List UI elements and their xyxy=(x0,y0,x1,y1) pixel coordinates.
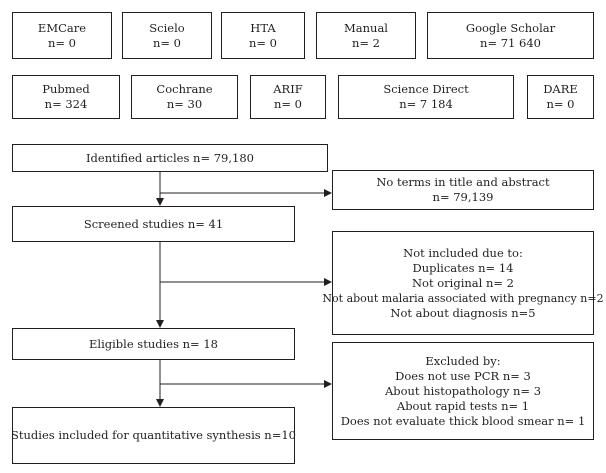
no-terms-box: No terms in title and abstract n= 79,139 xyxy=(332,170,594,210)
excluded-by-item: Does not evaluate thick blood smear n= 1 xyxy=(340,413,586,428)
source-count: n= 71 640 xyxy=(480,35,541,50)
source-count: n= 7 184 xyxy=(399,97,453,111)
source-count: n= 0 xyxy=(47,35,76,50)
source-box-emcare: EMCare n= 0 xyxy=(12,12,112,59)
source-count: n= 30 xyxy=(166,97,203,111)
source-box-cochrane: Cochrane n= 30 xyxy=(131,75,238,119)
eligible-studies-label: Eligible studies n= 18 xyxy=(89,336,218,351)
source-box-google-scholar: Google Scholar n= 71 640 xyxy=(427,12,594,59)
source-name: HTA xyxy=(250,20,276,35)
screened-studies-box: Screened studies n= 41 xyxy=(12,206,295,242)
source-count: n= 0 xyxy=(152,35,181,50)
source-box-arif: ARIF n= 0 xyxy=(250,75,326,119)
not-included-item: Not original n= 2 xyxy=(411,275,514,290)
not-included-box: Not included due to: Duplicates n= 14 No… xyxy=(322,231,604,335)
source-box-pubmed: Pubmed n= 324 xyxy=(12,75,120,119)
excluded-by-item: About rapid tests n= 1 xyxy=(396,398,530,413)
not-included-title: Not included due to: xyxy=(403,245,523,260)
source-name: Scielo xyxy=(149,20,185,35)
source-box-manual: Manual n= 2 xyxy=(316,12,416,59)
not-included-item: Duplicates n= 14 xyxy=(412,260,514,275)
included-studies-box: Studies included for quantitative synthe… xyxy=(11,407,296,464)
source-count: n= 2 xyxy=(351,35,380,50)
source-box-science-direct: Science Direct n= 7 184 xyxy=(338,75,514,119)
source-name: EMCare xyxy=(37,20,87,35)
identified-articles-label: Identified articles n= 79,180 xyxy=(86,150,254,165)
included-studies-label: Studies included for quantitative synthe… xyxy=(11,428,296,442)
source-box-hta: HTA n= 0 xyxy=(221,12,305,59)
not-included-item: Not about diagnosis n=5 xyxy=(390,305,536,320)
source-count: n= 0 xyxy=(546,97,575,111)
excluded-by-item: Does not use PCR n= 3 xyxy=(395,368,531,383)
source-count: n= 324 xyxy=(44,97,88,111)
source-name: ARIF xyxy=(273,82,303,96)
eligible-studies-box: Eligible studies n= 18 xyxy=(12,328,295,360)
excluded-by-box: Excluded by: Does not use PCR n= 3 About… xyxy=(332,342,594,440)
no-terms-count: n= 79,139 xyxy=(432,190,494,204)
identified-articles-box: Identified articles n= 79,180 xyxy=(12,144,328,172)
source-name: Manual xyxy=(344,20,388,35)
source-name: Science Direct xyxy=(383,82,469,96)
excluded-by-title: Excluded by: xyxy=(425,353,501,368)
screened-studies-label: Screened studies n= 41 xyxy=(83,216,224,231)
source-box-scielo: Scielo n= 0 xyxy=(122,12,212,59)
source-count: n= 0 xyxy=(248,35,277,50)
no-terms-line: No terms in title and abstract xyxy=(376,175,550,189)
source-name: Pubmed xyxy=(42,82,90,96)
source-name: Cochrane xyxy=(156,82,213,96)
excluded-by-item: About histopathology n= 3 xyxy=(384,383,542,398)
source-count: n= 0 xyxy=(273,97,302,111)
source-name: Google Scholar xyxy=(465,20,556,35)
not-included-item: Not about malaria associated with pregna… xyxy=(322,291,604,305)
source-box-dare: DARE n= 0 xyxy=(527,75,594,119)
source-name: DARE xyxy=(543,82,578,96)
